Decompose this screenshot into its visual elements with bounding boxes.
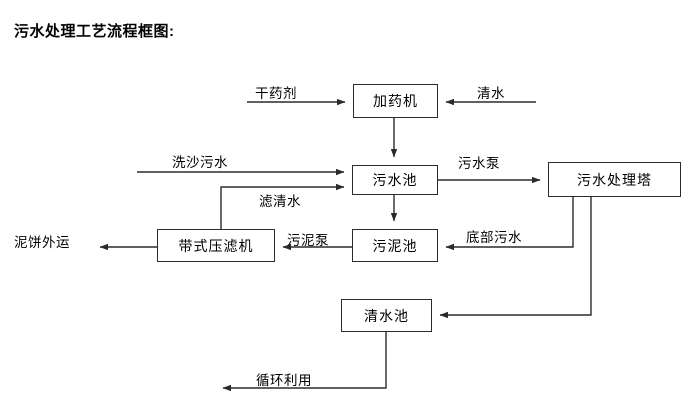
node-clean-pool[interactable]: 清水池 <box>341 299 432 332</box>
connector-clean-pool-to-recycle <box>222 332 387 392</box>
connector-tower-to-sludge <box>445 197 574 251</box>
label-mud-cake-out: 泥饼外运 <box>14 235 70 250</box>
label-clean-water-in: 清水 <box>477 86 505 101</box>
node-sludge-pool[interactable]: 污泥池 <box>352 229 438 262</box>
label-recycle-use: 循环利用 <box>256 373 312 388</box>
label-sewage-pump: 污水泵 <box>458 156 500 171</box>
label-sludge-pump: 污泥泵 <box>287 233 329 248</box>
connector-filtrate-to-sewage-pool <box>220 183 345 229</box>
page-title: 污水处理工艺流程框图: <box>14 23 175 40</box>
label-dry-agent: 干药剂 <box>255 86 297 101</box>
label-filtrate-water: 滤清水 <box>259 194 301 209</box>
connector-tower-to-clean-pool <box>439 197 592 319</box>
node-belt-press[interactable]: 带式压滤机 <box>157 229 275 262</box>
node-dosing-machine[interactable]: 加药机 <box>353 84 438 118</box>
label-sand-wash-sewage: 洗沙污水 <box>172 155 228 170</box>
node-sewage-pool[interactable]: 污水池 <box>352 165 438 195</box>
label-bottom-sewage: 底部污水 <box>466 230 522 245</box>
node-treatment-tower[interactable]: 污水处理塔 <box>548 162 681 197</box>
